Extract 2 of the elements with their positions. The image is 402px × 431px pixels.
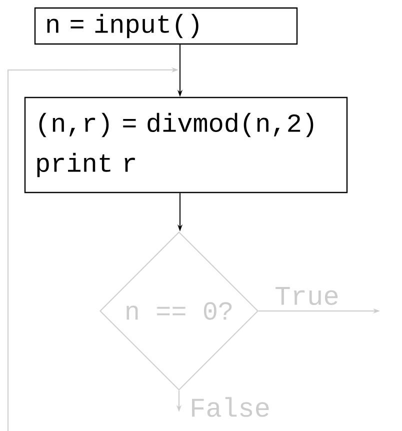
process-box: (n,r) = divmod(n,2) print r (24, 96, 348, 194)
process-box: n = input() (34, 7, 298, 45)
